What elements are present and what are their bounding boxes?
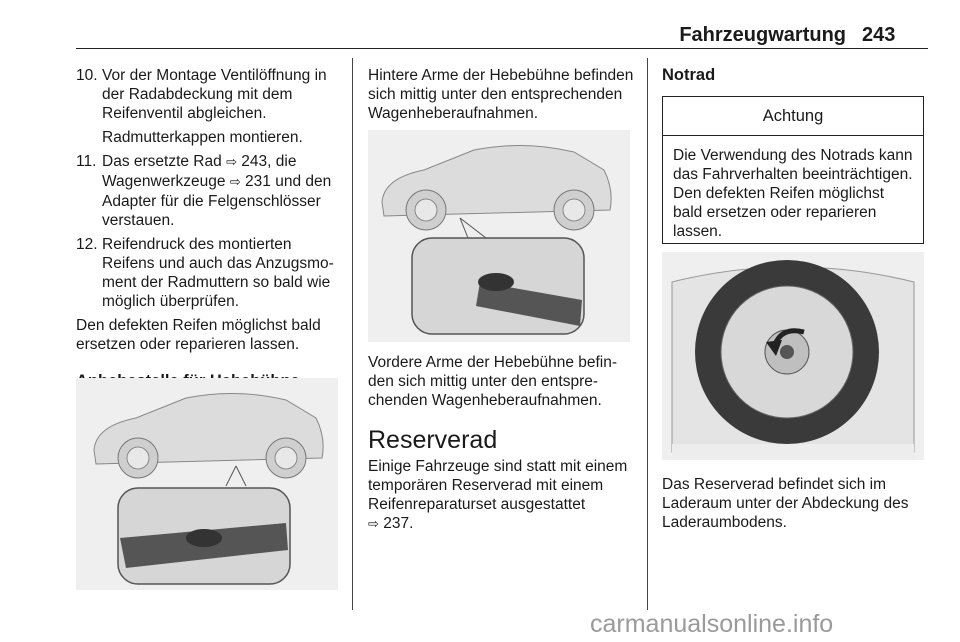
column-1: 10. Vor der Montage Ventilöffnung in der… [76,66,344,391]
step-number: 12. [76,236,98,253]
page-number: 243 [862,24,896,46]
car-lift-rear-icon [93,392,324,585]
spare-wheel-paragraph: Einige Fahrzeuge sind statt mit einem te… [368,457,636,534]
warning-box: Achtung Die Verwendung des Notrads kann … [662,96,924,244]
lift-point-illustration-rear [76,378,338,590]
page-reference-arrow-icon: ⇨ [368,517,379,532]
column-2: Hintere Arme der Hebebühne befin­den sic… [368,66,636,123]
spare-wheel-text: Einige Fahrzeuge sind statt mit einem te… [368,458,628,513]
column-2-lower: Vordere Arme der Hebebühne befin­den sic… [368,353,636,534]
step-10: 10. Vor der Montage Ventilöffnung in der… [76,66,344,123]
step-text: Reifendruck des montierten Reifens und a… [102,236,334,310]
step-text-part: Das ersetzte Rad [102,153,227,170]
step-text: Das ersetzte Rad ⇨ 243, die Wagenwerkzeu… [102,152,344,230]
section-heading-spare-wheel: Reserverad [368,426,498,454]
column-3-lower: Das Reserverad befindet sich im Laderaum… [662,475,924,532]
spare-wheel-caption: Das Reserverad befindet sich im Laderaum… [662,476,909,531]
page-reference-arrow-icon: ⇨ [229,175,241,190]
header-rule [76,48,928,49]
step-text-part: und den Adapter für die Felgenschlösser … [102,173,332,229]
page-reference-arrow-icon: ⇨ [226,155,237,170]
warning-text: Die Verwendung des Notrads kann das Fahr… [673,147,913,240]
watermark: carmanualsonline.info [590,610,834,638]
car-lift-front-icon [381,144,612,335]
column-divider-2 [647,58,648,610]
front-arms-paragraph: Vordere Arme der Hebebühne befin­den sic… [368,354,618,409]
column-divider-1 [352,58,353,610]
step-text-part: , die Wagenwerkzeuge [102,153,297,190]
page-reference-link[interactable]: 231 [245,173,271,190]
sentence-end: . [409,515,414,532]
page-reference-link[interactable]: 237 [383,515,410,532]
step-text: Vor der Montage Ventilöffnung in der Rad… [102,67,327,122]
step-12: 12. Reifendruck des montierten Reifens u… [76,235,344,311]
warning-title: Achtung [663,97,923,136]
running-header-title: Fahrzeugwartung [679,24,846,46]
spare-wheel-icon [671,260,915,460]
lift-point-illustration-front [368,130,630,342]
page-reference-link[interactable]: 243 [241,153,268,170]
step-10-subtext: Radmutterkappen montieren. [102,129,303,146]
step-11: 11. Das ersetzte Rad ⇨ 243, die Wagenwer… [76,152,344,230]
section-heading-emergency-wheel: Notrad [662,66,716,84]
spare-wheel-illustration [662,252,924,460]
rear-arms-paragraph: Hintere Arme der Hebebühne befin­den sic… [368,67,634,122]
step-number: 11. [76,153,97,170]
note-paragraph: Den defekten Reifen möglichst bald erset… [76,317,321,353]
column-3: Notrad [662,66,924,85]
step-number: 10. [76,67,98,84]
